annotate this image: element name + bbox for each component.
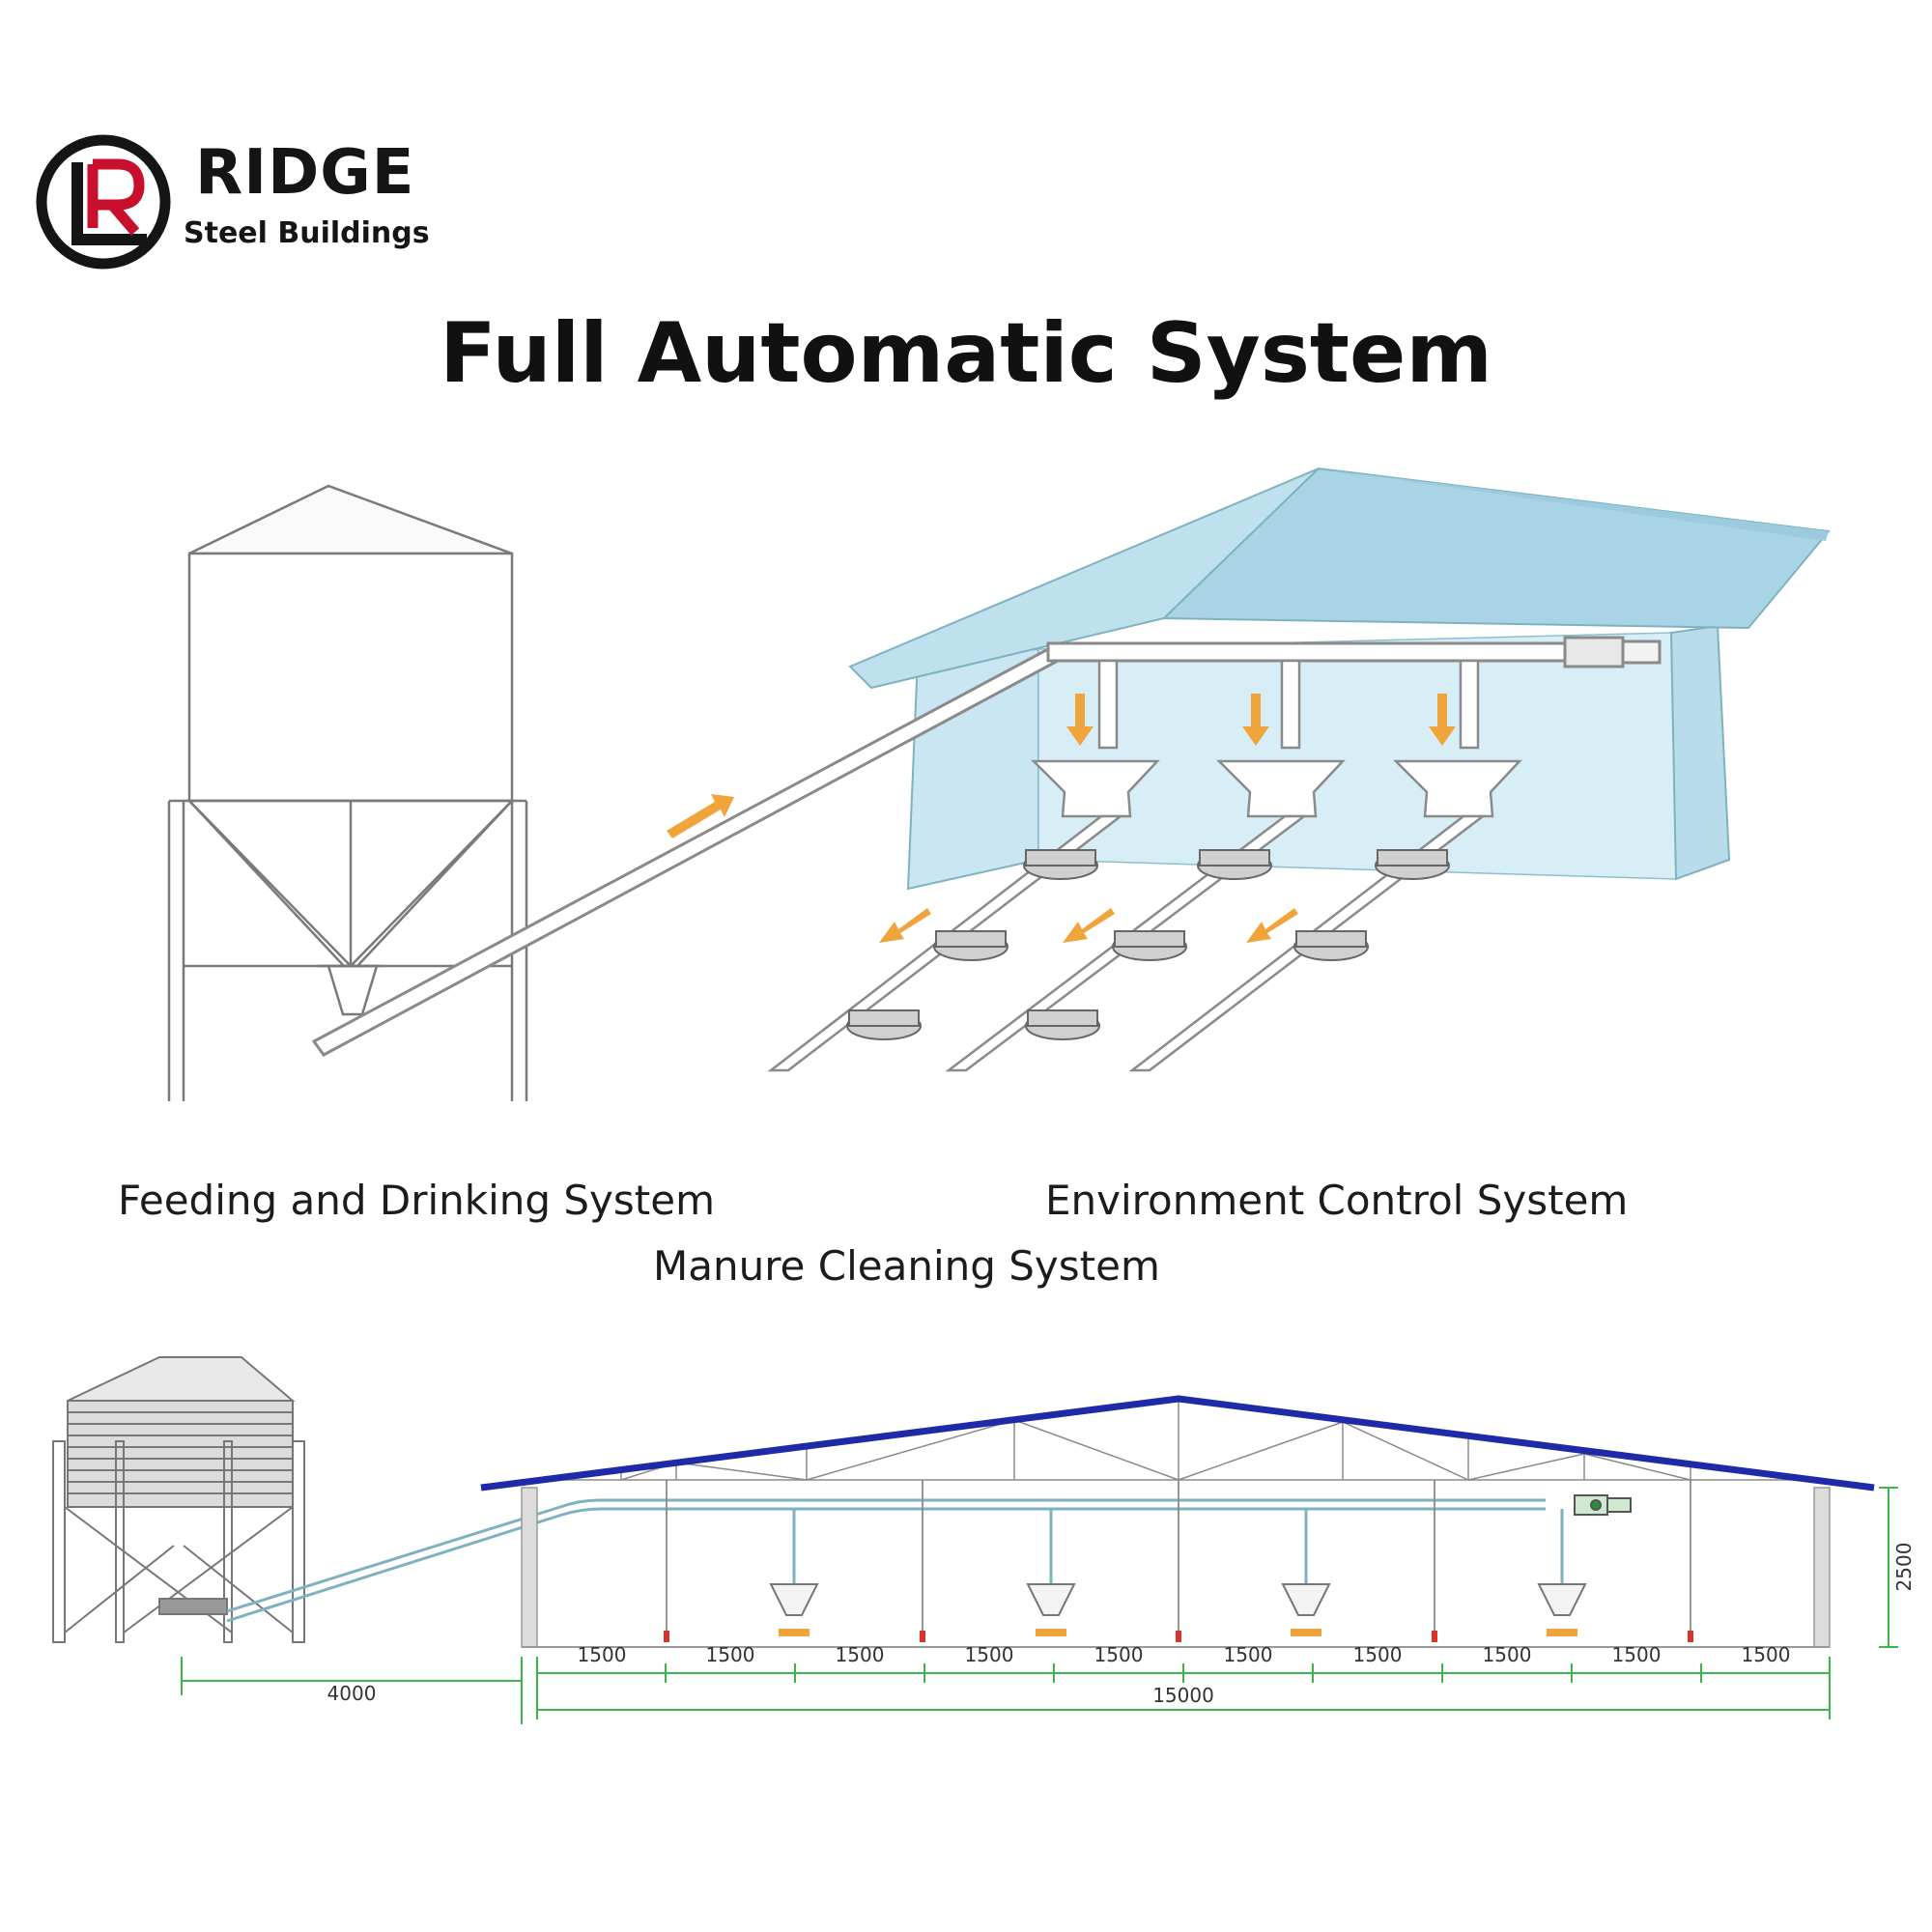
dimension-eave-height: 2500: [1892, 1543, 1916, 1592]
drinker-nipples: [664, 1631, 1693, 1642]
section-hoppers: [769, 1583, 1587, 1616]
dimension-bay-4: 1500: [965, 1643, 1014, 1666]
brand-name: RIDGE: [195, 137, 415, 209]
dimension-bay-9: 1500: [1612, 1643, 1662, 1666]
dimension-bay-10: 1500: [1742, 1643, 1791, 1666]
dimension-lines: [181, 1487, 1898, 1724]
arrow-down-icon: [1066, 694, 1456, 746]
dimension-bay-7: 1500: [1353, 1643, 1403, 1666]
section-feeders: [792, 1509, 1564, 1584]
feed-silo-drawing: [167, 484, 528, 1101]
caption-environment-control: Environment Control System: [1045, 1177, 1629, 1224]
dimension-bay-2: 1500: [706, 1643, 755, 1666]
dimension-total-span: 15000: [1152, 1684, 1214, 1707]
drinker-line-hangers: [666, 1480, 1691, 1642]
dimension-labels: 4000 1500 1500 1500 1500 1500 1500 1500 …: [327, 1543, 1916, 1707]
dimension-bay-6: 1500: [1224, 1643, 1273, 1666]
arrow-down-left-icon: [879, 908, 1298, 943]
silo-section-drawing: [52, 1356, 305, 1643]
dimension-silo-offset: 4000: [327, 1682, 377, 1705]
page-title: Full Automatic System: [440, 305, 1492, 402]
flow-arrows: [667, 694, 1456, 943]
poultry-house-drawing: [848, 467, 1831, 891]
feed-auger-line: [311, 636, 1662, 1057]
feed-motor-icon: [1574, 1494, 1632, 1516]
arrow-up-icon: [667, 794, 734, 838]
pan-feeders: [846, 849, 1450, 1040]
brand-tagline: Steel Buildings: [184, 216, 430, 250]
caption-feeding-drinking: Feeding and Drinking System: [118, 1177, 716, 1224]
dimension-bay-5: 1500: [1094, 1643, 1144, 1666]
dimension-bay-8: 1500: [1483, 1643, 1532, 1666]
section-pans: [779, 1629, 1577, 1636]
section-feed-pipe: [226, 1498, 1546, 1623]
ridge-logo-mark-icon: [36, 134, 171, 270]
house-section-frame: [480, 1395, 1875, 1648]
dimension-bay-1: 1500: [578, 1643, 627, 1666]
caption-manure-cleaning: Manure Cleaning System: [653, 1242, 1160, 1290]
brand-logo: RIDGE Steel Buildings: [33, 131, 458, 276]
dimension-bay-3: 1500: [836, 1643, 885, 1666]
